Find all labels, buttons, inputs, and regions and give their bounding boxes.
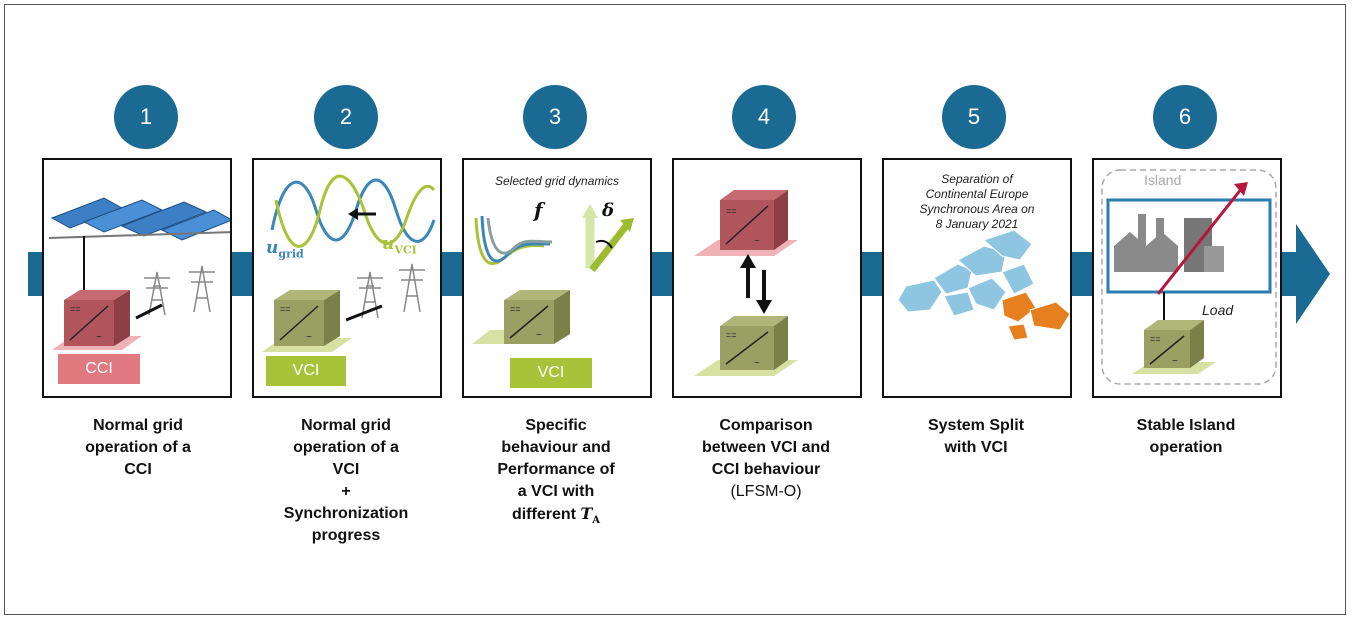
step-3-number: 3: [523, 85, 587, 149]
step-3-caption: Specific behaviour and Performance of a …: [497, 417, 615, 527]
solar-panel-icon: [48, 197, 230, 241]
power-pylon-icon: [357, 263, 425, 319]
svg-text:~: ~: [754, 236, 760, 247]
grid-dynamics-title: Selected grid dynamics: [494, 174, 620, 188]
step-1-number: 1: [114, 85, 178, 149]
island-operation-illustration: == ~: [1101, 169, 1277, 385]
svg-text:~: ~: [536, 330, 542, 341]
solar-and-pylon-illustration: == ~: [48, 197, 230, 350]
factory-icon: [1114, 214, 1224, 272]
svg-text:==: ==: [280, 304, 291, 314]
svg-text:~: ~: [96, 332, 102, 343]
vci-tag: VCI: [266, 356, 346, 386]
vci-converter-box-icon: == ~: [262, 290, 352, 352]
vci-tag: VCI: [510, 358, 592, 388]
vci-converter-box-icon: == ~: [1132, 320, 1216, 374]
europe-map-illustration: [897, 229, 1070, 341]
load-label: Load: [1202, 302, 1234, 318]
step-5-caption: System Split with VCI: [927, 417, 1025, 456]
arrow-left-icon: [348, 208, 358, 220]
step-2-number: 2: [314, 85, 378, 149]
svg-text:~: ~: [1172, 356, 1178, 367]
step-6-number: 6: [1153, 85, 1217, 149]
svg-text:==: ==: [70, 304, 81, 314]
step-6-caption: Stable Island operation: [1136, 417, 1236, 456]
svg-text:==: ==: [510, 304, 521, 314]
step-1-panel: == ~ CCI: [42, 158, 232, 398]
svg-text:==: ==: [1150, 334, 1161, 344]
south-east-orange-region: [1001, 291, 1070, 341]
vci-converter-box-icon: == ~: [472, 290, 570, 344]
step-5-panel: Separation of Continental Europe Synchro…: [882, 158, 1072, 398]
step-1-caption: Normal grid operation of a CCI: [85, 417, 191, 478]
grid-dynamics-illustration: == ~: [472, 204, 634, 344]
svg-text:~: ~: [754, 358, 760, 369]
timeline-arrow-band: [28, 252, 1296, 296]
step-2-caption: Normal grid operation of a VCI + Synchro…: [283, 417, 409, 544]
continental-europe-blue-region: [897, 229, 1035, 317]
step-4-caption: Comparison between VCI and CCI behaviour…: [701, 417, 831, 500]
f-label: f: [534, 198, 543, 222]
timeline-arrow-head: [1296, 224, 1330, 324]
step-5-number: 5: [942, 85, 1006, 149]
delta-label: δ: [602, 200, 615, 221]
power-pylon-icon: [144, 265, 215, 316]
step-6-panel: == ~ Island Load: [1092, 158, 1282, 398]
sine-waves-illustration: == ~: [262, 174, 436, 352]
step-2-panel: == ~ ugrid uVCI VCI: [252, 158, 442, 398]
step-4-number: 4: [732, 85, 796, 149]
cci-converter-box-icon: == ~: [52, 290, 142, 350]
u-grid-label: ugrid: [266, 238, 304, 261]
island-boundary: [1101, 169, 1277, 385]
u-vci-label: uVCI: [382, 234, 417, 257]
exchange-arrows-icon: [740, 254, 772, 314]
figure-frame: [4, 4, 1346, 615]
comparison-illustration: == ~ == ~: [694, 190, 798, 376]
cci-converter-box-icon: == ~: [694, 190, 798, 256]
ta-symbol: TA: [580, 504, 601, 527]
svg-text:==: ==: [726, 206, 737, 216]
separation-event-text: Separation of Continental Europe Synchro…: [919, 172, 1035, 231]
vci-converter-box-icon: == ~: [694, 316, 798, 376]
arrow-up-right-icon: [1234, 182, 1248, 196]
cci-tag: CCI: [58, 354, 140, 384]
island-label: Island: [1140, 172, 1186, 188]
step-4-panel: == ~ == ~: [672, 158, 862, 398]
svg-text:~: ~: [306, 332, 312, 343]
svg-text:==: ==: [726, 330, 737, 340]
step-3-panel: Selected grid dynamics == ~ f δ VCI: [462, 158, 652, 398]
arrow-up-right-icon: [620, 218, 634, 232]
